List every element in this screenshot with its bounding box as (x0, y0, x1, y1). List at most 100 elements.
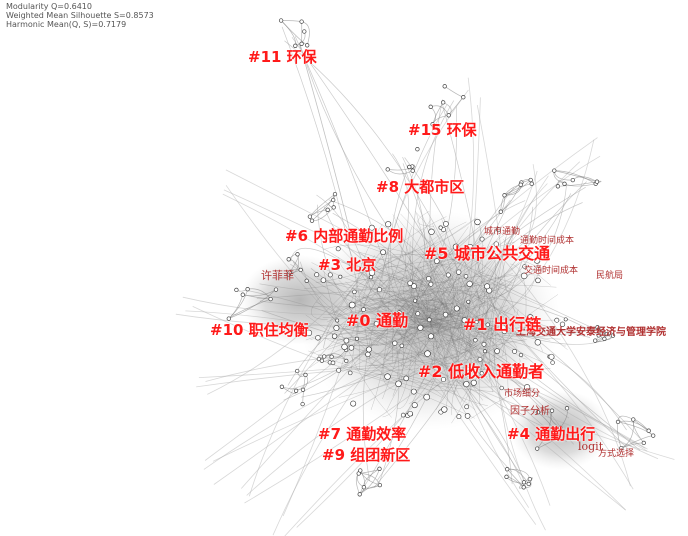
network-edge (477, 236, 506, 386)
network-node (461, 317, 468, 324)
network-edge (433, 326, 477, 348)
network-edge (436, 336, 445, 349)
network-edge (294, 36, 410, 344)
network-edge (389, 344, 424, 371)
network-edge (492, 341, 546, 531)
network-edge (435, 343, 470, 359)
network-edge (466, 314, 471, 409)
network-edge (467, 326, 606, 337)
network-node (619, 445, 624, 451)
network-node (309, 218, 315, 223)
network-edge (414, 340, 426, 353)
network-edge (502, 257, 631, 487)
network-node (293, 388, 299, 393)
network-edge (397, 366, 420, 380)
network-edge (382, 326, 400, 391)
network-node (357, 492, 362, 497)
network-edge (409, 278, 450, 313)
network-edge (411, 226, 469, 315)
network-edge (373, 281, 429, 357)
network-edge (417, 269, 641, 451)
network-node (331, 197, 336, 203)
network-node (361, 485, 367, 490)
network-edge (377, 278, 467, 481)
network-node (303, 372, 308, 378)
network-edge (440, 290, 646, 449)
network-node (376, 287, 383, 293)
network-edge (410, 273, 421, 351)
network-edge (416, 271, 439, 304)
cluster-label-1: #1 出行链 (463, 315, 542, 334)
network-edge (399, 186, 586, 342)
network-node (463, 274, 469, 279)
network-edge (409, 295, 477, 382)
network-edge (317, 204, 416, 358)
network-node (529, 181, 534, 186)
network-edge (398, 303, 447, 327)
network-edge (445, 181, 587, 356)
network-edge (213, 306, 462, 485)
network-edge (414, 272, 436, 315)
network-edge (369, 337, 464, 366)
network-node (466, 243, 474, 251)
network-node (411, 402, 418, 409)
network-node (428, 281, 434, 287)
network-node (305, 43, 310, 48)
network-edge (362, 270, 395, 482)
network-edge (460, 325, 521, 404)
network-edge (387, 265, 428, 327)
network-node (417, 324, 424, 331)
cluster-label-9: #9 组团新区 (322, 446, 411, 464)
network-node (361, 307, 366, 312)
network-node (535, 446, 540, 451)
network-edge (376, 105, 447, 296)
network-edge (430, 323, 659, 460)
keyword-label-author: 许菲菲 (261, 269, 294, 282)
network-edge (450, 77, 475, 328)
network-edge (403, 275, 422, 326)
network-edge (392, 263, 432, 298)
network-edge (322, 317, 479, 350)
network-edge (351, 257, 391, 370)
network-node (548, 353, 555, 360)
network-node (315, 335, 321, 341)
network-node (352, 289, 357, 295)
network-edge (459, 270, 495, 371)
network-edge (311, 262, 438, 311)
network-edge (441, 277, 591, 338)
network-node (396, 310, 403, 316)
network-node (484, 283, 491, 290)
network-edge (324, 353, 347, 362)
network-node (302, 29, 307, 34)
network-node (470, 379, 477, 386)
network-edge (435, 337, 457, 411)
network-edge (244, 327, 501, 504)
network-edge (408, 323, 532, 405)
network-edge (406, 303, 440, 320)
network-edge (347, 304, 435, 328)
network-node (445, 272, 451, 278)
network-edge (430, 250, 474, 311)
network-edge (259, 270, 486, 308)
network-edge (506, 468, 524, 488)
network-node (505, 467, 510, 472)
network-node (498, 209, 503, 214)
network-node (594, 179, 600, 184)
network-edge (421, 106, 457, 298)
network-node (452, 243, 460, 251)
network-edge (299, 44, 353, 241)
network-edge (421, 277, 453, 305)
network-node (407, 410, 413, 417)
network-node (533, 257, 541, 264)
keyword-label-aviation: 民航局 (596, 271, 624, 281)
network-edge (352, 231, 503, 314)
network-node (596, 333, 601, 338)
network-edge (331, 229, 482, 314)
network-node (295, 252, 300, 257)
network-node (555, 184, 561, 189)
cluster-label-2: #2 低收入通勤者 (418, 362, 545, 381)
network-edge (439, 303, 473, 332)
network-edge (475, 206, 534, 355)
network-edge (409, 301, 427, 320)
network-edge (247, 288, 271, 300)
